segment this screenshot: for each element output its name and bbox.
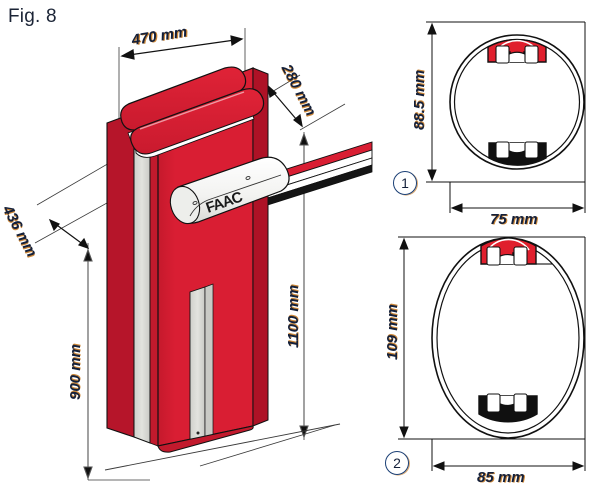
cabinet-lid <box>120 66 265 158</box>
section-2-dimension-lines <box>398 236 586 471</box>
section-2-top-red-cap <box>480 237 552 266</box>
dimension-line-280 <box>267 84 303 128</box>
dimension-line-470 <box>120 35 244 60</box>
figure-label: Fig. 8 <box>8 6 57 27</box>
dimension-line-436 <box>48 218 90 249</box>
section-1-bottom-black-cap <box>488 141 547 166</box>
callout-marker-2: 2 <box>385 451 409 475</box>
cabinet-body <box>106 67 269 453</box>
section-2-profile-outline <box>431 237 585 439</box>
section-2-bottom-black-cap <box>478 393 538 423</box>
callout-marker-1: 1 <box>393 171 417 195</box>
dimension-75: 75 mm <box>490 211 538 228</box>
section-1-dimension-lines <box>426 21 586 213</box>
dimension-85: 85 mm <box>477 469 525 486</box>
dimension-109: 109 mm <box>384 304 401 360</box>
dimension-line-900 <box>83 248 93 480</box>
section-1-profile-outline <box>449 34 585 170</box>
ground-line <box>104 423 341 471</box>
section-1-top-red-cap <box>487 38 547 64</box>
